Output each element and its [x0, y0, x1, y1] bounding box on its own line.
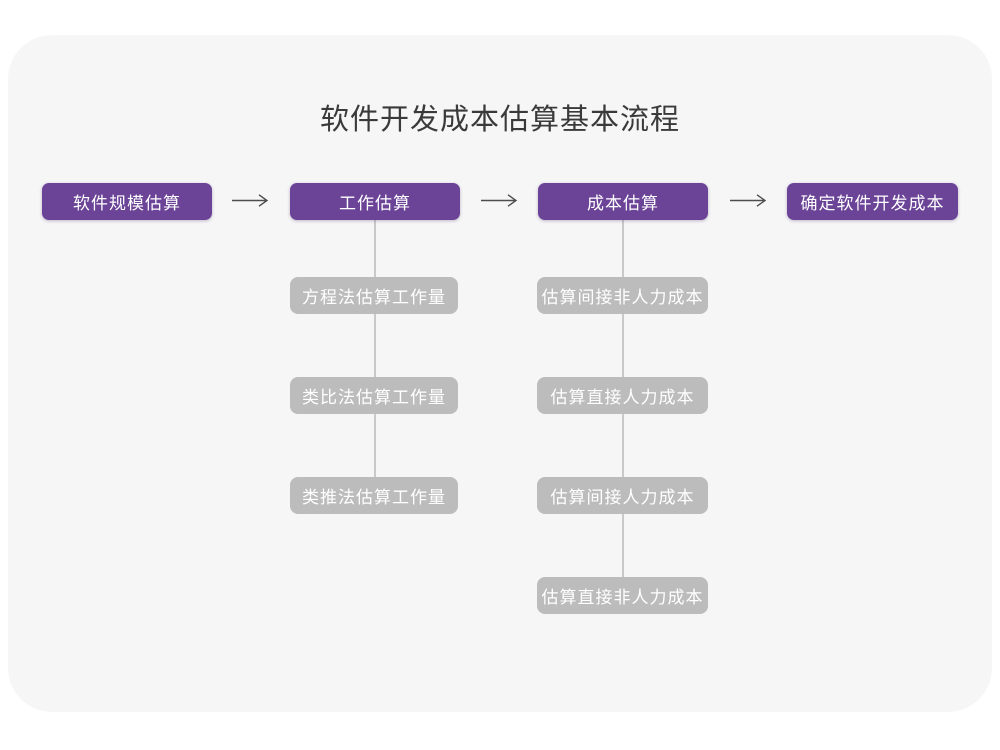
sub-node-analogy-method: 类比法估算工作量 [290, 377, 458, 414]
flow-node-work-estimation: 工作估算 [290, 183, 460, 220]
right-arrow-icon [730, 194, 767, 207]
right-arrow-icon [232, 194, 269, 207]
sub-node-indirect-nonlabor-cost: 估算间接非人力成本 [537, 277, 708, 314]
sub-node-direct-nonlabor-cost: 估算直接非人力成本 [537, 577, 708, 614]
flow-node-determine-dev-cost: 确定软件开发成本 [787, 183, 958, 220]
sub-node-equation-method: 方程法估算工作量 [290, 277, 458, 314]
flow-node-cost-estimation: 成本估算 [538, 183, 708, 220]
sub-node-indirect-labor-cost: 估算间接人力成本 [537, 477, 708, 514]
flow-node-software-scale-estimation: 软件规模估算 [42, 183, 212, 220]
sub-node-direct-labor-cost: 估算直接人力成本 [537, 377, 708, 414]
diagram-title: 软件开发成本估算基本流程 [319, 102, 680, 136]
diagram-card [8, 35, 992, 712]
sub-node-extrapolation-method: 类推法估算工作量 [290, 477, 458, 514]
connector-work-column [374, 220, 376, 492]
right-arrow-icon [481, 194, 518, 207]
